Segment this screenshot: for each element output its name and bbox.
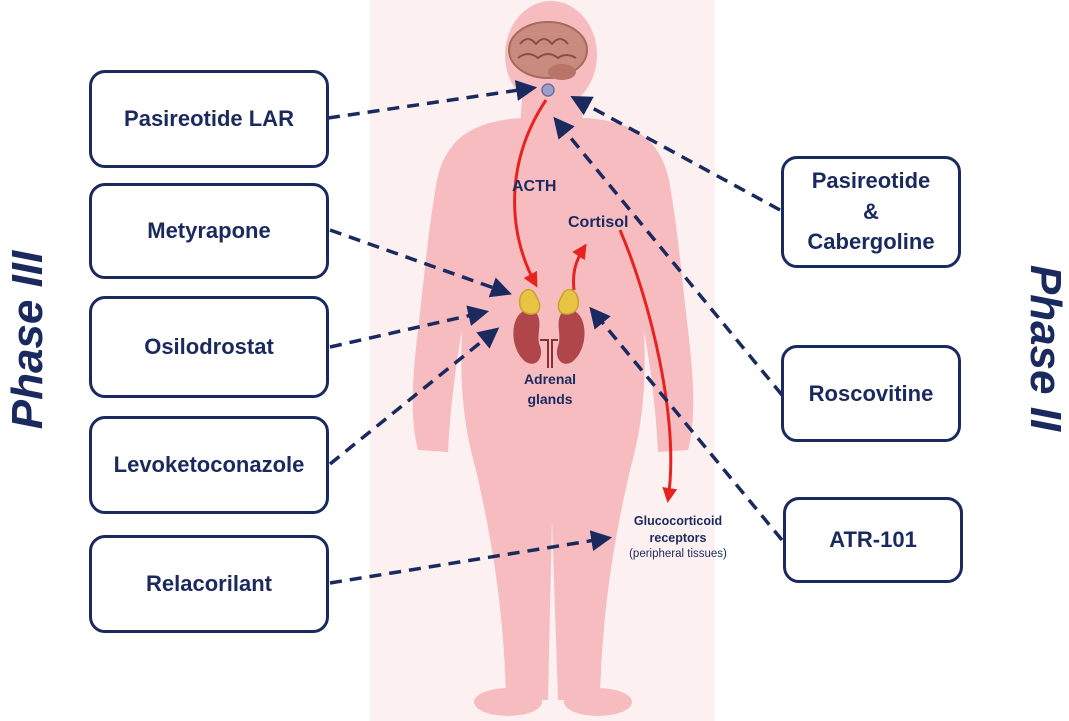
glucocorticoid-receptors-label: Glucocorticoid receptors (peripheral tis… xyxy=(608,513,748,562)
pituitary-icon xyxy=(541,83,555,97)
arrow-metyrapone xyxy=(329,228,512,298)
kidney-icon xyxy=(513,307,585,368)
drug-arrows xyxy=(327,80,784,585)
arrow-osilodrostat xyxy=(329,305,490,349)
drug-label-line-1: Pasireotide xyxy=(811,167,931,193)
phase-ii-label: Phase II xyxy=(1021,264,1069,432)
drug-label: Pasireotide LAR xyxy=(124,106,294,132)
drug-label-line-2: & xyxy=(863,198,879,224)
drug-box-atr-101: ATR-101 xyxy=(783,497,963,583)
acth-label: ACTH xyxy=(512,178,557,195)
drug-box-metyrapone: Metyrapone xyxy=(89,183,329,279)
drug-label: Relacorilant xyxy=(146,571,272,597)
drug-box-pasireotide-cabergoline: Pasireotide & Cabergoline xyxy=(781,156,961,268)
adrenal-label-line-2: glands xyxy=(527,390,573,407)
adrenal-glands-label: Adrenal glands xyxy=(510,370,590,409)
adrenal-label-line-1: Adrenal xyxy=(523,371,577,387)
drug-box-relacorilant: Relacorilant xyxy=(89,535,329,633)
drug-box-pasireotide-lar: Pasireotide LAR xyxy=(89,70,329,168)
acth-arrow xyxy=(513,99,548,288)
arrow-pasireotide-lar xyxy=(327,80,538,120)
drug-label-line-3: Cabergoline xyxy=(807,229,935,255)
receptor-label-line-2: receptors xyxy=(649,530,707,545)
phase-iii-label: Phase III xyxy=(3,250,52,430)
arrow-atr-101 xyxy=(589,306,784,542)
brain-icon xyxy=(508,21,588,80)
arrow-relacorilant xyxy=(329,530,613,585)
cortisol-to-receptor-arrow xyxy=(618,229,678,503)
adrenal-gland-icon xyxy=(519,288,579,315)
drug-box-roscovitine: Roscovitine xyxy=(781,345,961,442)
cortisol-arrow xyxy=(572,243,587,291)
drug-label: ATR-101 xyxy=(829,527,917,553)
drug-label: Osilodrostat xyxy=(144,334,274,360)
drug-box-osilodrostat: Osilodrostat xyxy=(89,296,329,398)
arrow-levoketoconazole xyxy=(328,327,500,466)
drug-label: Levoketoconazole xyxy=(113,452,305,478)
drug-label: Metyrapone xyxy=(147,218,271,244)
drug-box-levoketoconazole: Levoketoconazole xyxy=(89,416,329,514)
receptor-label-line-1: Glucocorticoid xyxy=(633,514,723,528)
receptor-label-line-3: (peripheral tissues) xyxy=(629,547,727,560)
drug-label: Roscovitine xyxy=(808,380,934,406)
cortisol-label: Cortisol xyxy=(568,214,629,231)
